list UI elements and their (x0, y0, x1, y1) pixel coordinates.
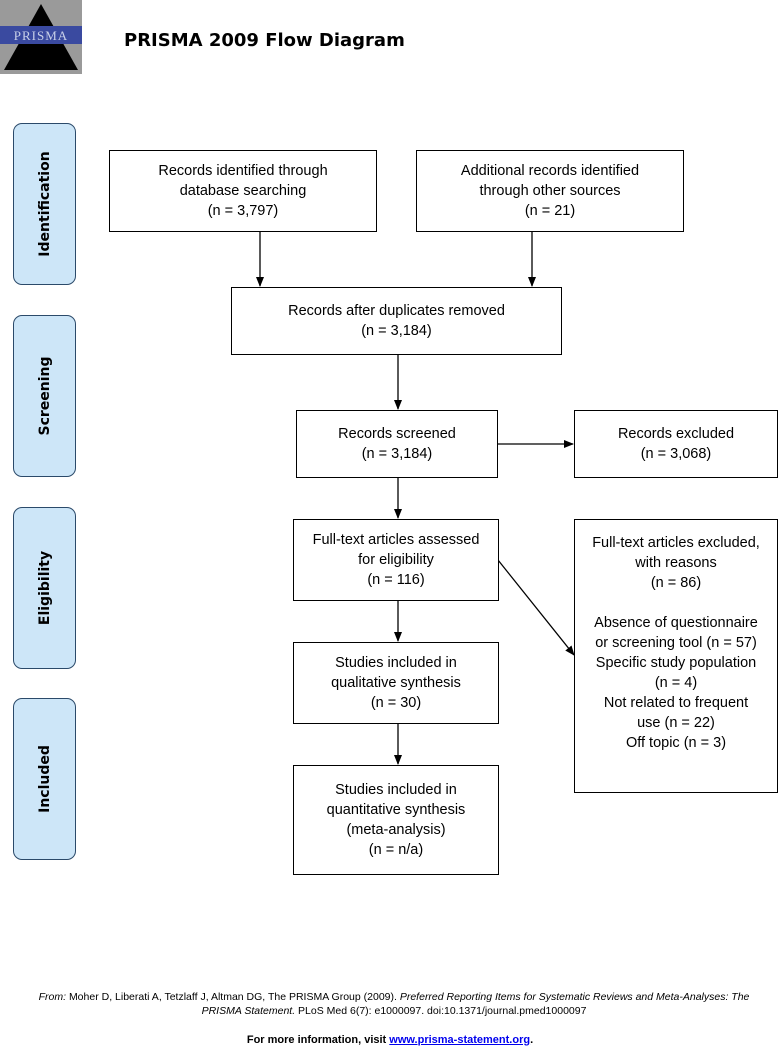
box-text: Records identified through (158, 163, 328, 179)
citation-from-label: From: (38, 991, 67, 1003)
box-count: (n = 116) (367, 572, 425, 588)
box-text: Studies included in (335, 655, 457, 671)
prisma-logo: PRISMA (0, 0, 82, 74)
citation-authors: Moher D, Liberati A, Tetzlaff J, Altman … (68, 991, 397, 1003)
exclusion-reason: Absence of questionnaire (594, 615, 758, 631)
box-qualitative-synthesis: Studies included in qualitative synthesi… (293, 642, 499, 724)
more-info: For more information, visit www.prisma-s… (0, 1034, 780, 1046)
logo-text: PRISMA (13, 28, 69, 43)
exclusion-reason: Specific study population (595, 655, 757, 671)
box-spacer (575, 593, 777, 613)
citation: From: Moher D, Liberati A, Tetzlaff J, A… (18, 990, 770, 1018)
box-text: Studies included in (335, 782, 457, 798)
box-count: (n = 86) (650, 575, 702, 591)
exclusion-reason: use (n = 22) (637, 715, 715, 731)
box-count: (n = 30) (370, 695, 422, 711)
box-text: quantitative synthesis (326, 802, 466, 818)
box-fulltext-excluded: Full-text articles excluded, with reason… (574, 519, 778, 793)
box-text: database searching (179, 183, 307, 199)
box-records-screened: Records screened (n = 3,184) (296, 410, 498, 478)
box-text: Records excluded (617, 426, 735, 442)
box-count: (n = 3,068) (640, 446, 712, 462)
exclusion-reason: or screening tool (n = 57) (595, 635, 757, 651)
box-text: Additional records identified (460, 163, 640, 179)
box-text: with reasons (635, 555, 717, 571)
phase-screening: Screening (13, 315, 76, 477)
box-quantitative-synthesis: Studies included in quantitative synthes… (293, 765, 499, 875)
exclusion-reason: Off topic (n = 3) (625, 735, 727, 751)
box-count: (n = n/a) (368, 842, 424, 858)
box-count: (n = 3,184) (361, 446, 433, 462)
phase-identification: Identification (13, 123, 76, 285)
citation-title: Preferred Reporting Items for Systematic… (201, 991, 750, 1017)
prisma-website-link[interactable]: www.prisma-statement.org (389, 1034, 531, 1046)
phase-eligibility: Eligibility (13, 507, 76, 669)
citation-journal: PLoS Med 6(7): e1000097. doi:10.1371/jou… (298, 1005, 587, 1017)
exclusion-reason: Not related to frequent (603, 695, 749, 711)
box-records-database: Records identified through database sear… (109, 150, 377, 232)
box-text: Records screened (338, 426, 456, 442)
more-info-prefix: For more information, visit (246, 1034, 387, 1046)
box-text: Full-text articles excluded, (592, 535, 760, 551)
box-text: for eligibility (358, 552, 434, 568)
logo-triangle-icon (0, 4, 82, 70)
box-records-other-sources: Additional records identified through ot… (416, 150, 684, 232)
phase-included: Included (13, 698, 76, 860)
box-records-excluded: Records excluded (n = 3,068) (574, 410, 778, 478)
box-text: Records after duplicates removed (288, 303, 505, 319)
box-after-duplicates: Records after duplicates removed (n = 3,… (231, 287, 562, 355)
more-info-suffix: . (530, 1034, 534, 1046)
exclusion-reason: (n = 4) (654, 675, 698, 691)
box-fulltext-assessed: Full-text articles assessed for eligibil… (293, 519, 499, 601)
page-title: PRISMA 2009 Flow Diagram (124, 30, 405, 51)
box-text: qualitative synthesis (331, 675, 461, 691)
box-count: (n = 3,184) (361, 323, 432, 339)
arrow-fulltext-to-excluded (497, 559, 575, 656)
box-count: (n = 21) (524, 203, 576, 219)
box-text: through other sources (479, 183, 621, 199)
box-text: (meta-analysis) (346, 822, 446, 838)
box-count: (n = 3,797) (207, 203, 279, 219)
box-text: Full-text articles assessed (312, 532, 480, 548)
